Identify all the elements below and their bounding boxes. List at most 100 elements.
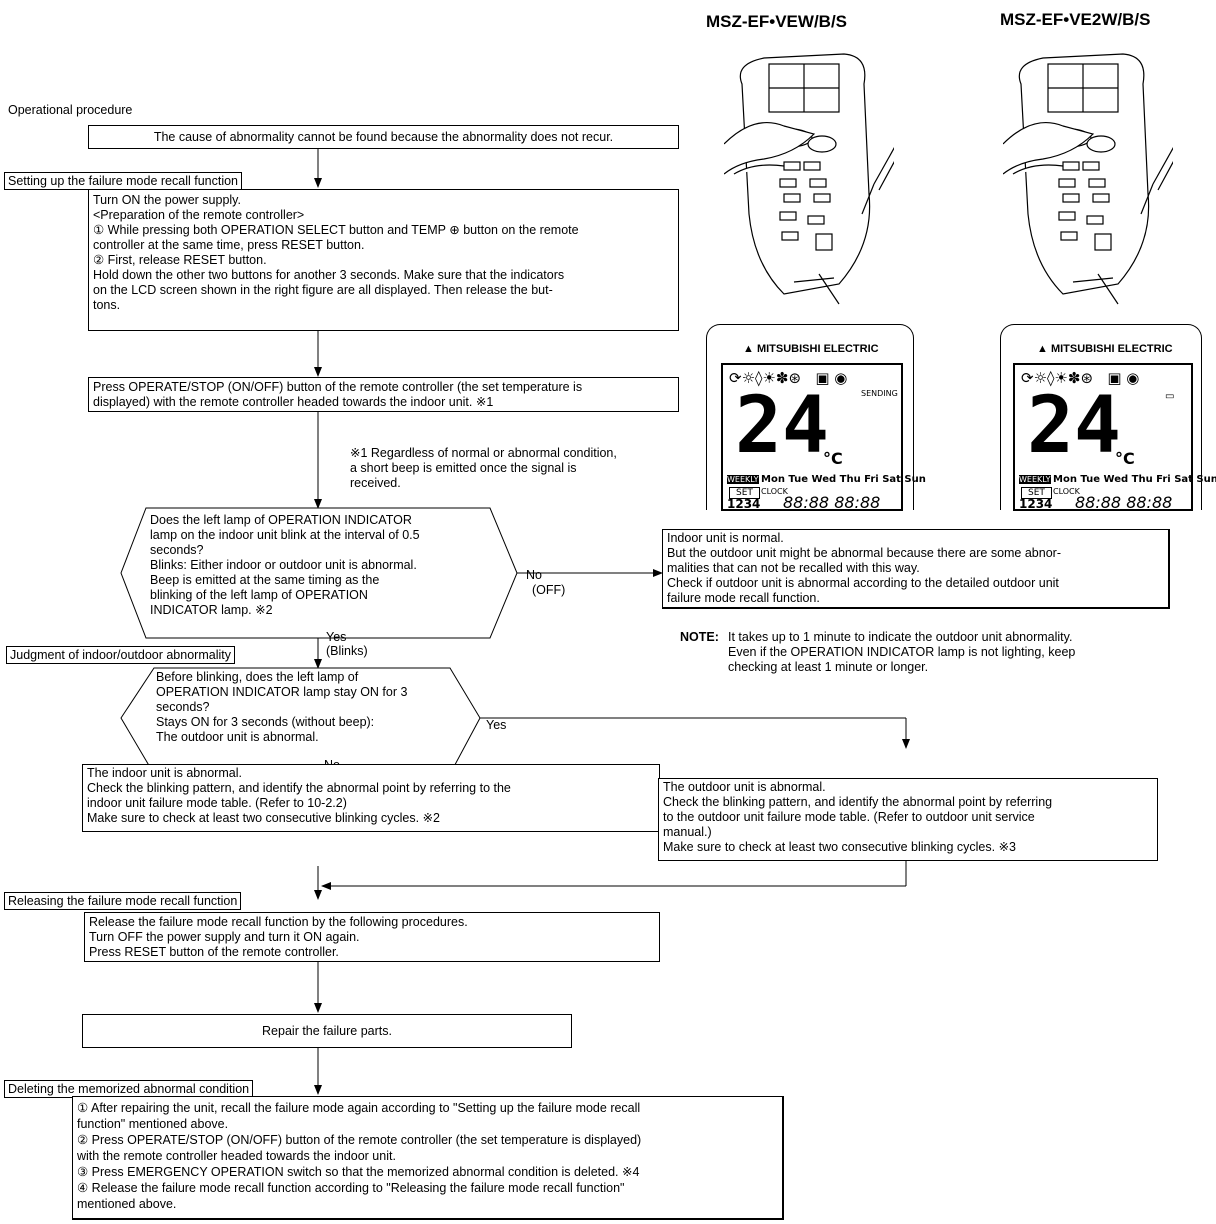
- normal-line: But the outdoor unit might be abnormal b…: [667, 546, 1061, 560]
- battery-indicator: ▭: [1165, 391, 1175, 402]
- decision-1-text: Does the left lamp of OPERATION INDICATO…: [150, 513, 420, 618]
- normal-line: failure mode recall function.: [667, 591, 820, 605]
- set-indicator: SET: [729, 487, 760, 499]
- decision-1-line: Blinks: Either indoor or outdoor unit is…: [150, 558, 417, 572]
- model-title-left: MSZ-EF•VEW/B/S: [706, 12, 848, 31]
- delete-line: ④ Release the failure mode recall functi…: [77, 1181, 625, 1195]
- weekday-row: Mon Tue Wed Thu Fri Sat Sun: [761, 474, 926, 485]
- yes-label: Yes: [326, 630, 347, 644]
- judgment-section-label: Judgment of indoor/outdoor abnormality: [6, 646, 235, 664]
- lcd-panel-left: ▲ MITSUBISHI ELECTRIC ⟳☼◊☀✽⊛ ▣ ◉ 24 °C S…: [706, 324, 926, 512]
- program-number: 1234: [1019, 497, 1053, 511]
- mode-icons: ⟳☼◊☀✽⊛ ▣ ◉: [1021, 369, 1140, 387]
- setup-line: Turn ON the power supply.: [93, 193, 241, 207]
- weekly-indicator: WEEKLY: [727, 475, 759, 484]
- temperature-digits: 24: [735, 381, 829, 471]
- remote-controller-left-illustration: [724, 53, 894, 305]
- model-title-right: MSZ-EF•VE2W/B/S: [1000, 10, 1151, 29]
- delete-line: mentioned above.: [77, 1197, 177, 1211]
- decision-1-line: lamp on the indoor unit blink at the int…: [150, 528, 420, 542]
- delete-line: ③ Press EMERGENCY OPERATION switch so th…: [77, 1165, 640, 1179]
- temperature-unit: °C: [1115, 449, 1135, 468]
- delete-line: with the remote controller headed toward…: [77, 1149, 396, 1163]
- temperature-unit: °C: [823, 449, 843, 468]
- release-box: Release the failure mode recall function…: [84, 912, 660, 962]
- setup-line: tons.: [93, 298, 121, 312]
- indoor-line: indoor unit failure mode table. (Refer t…: [87, 796, 347, 810]
- release-line: Press RESET button of the remote control…: [89, 945, 339, 959]
- operate-line: displayed) with the remote controller he…: [93, 395, 494, 409]
- outdoor-line: Check the blinking pattern, and identify…: [663, 795, 1053, 809]
- brand-logo: ▲ MITSUBISHI ELECTRIC: [743, 343, 879, 355]
- decision-2-line: seconds?: [156, 700, 210, 714]
- repair-text: Repair the failure parts.: [262, 1024, 392, 1038]
- temperature-digits: 24: [1027, 381, 1121, 471]
- setup-line: on the LCD screen shown in the right fig…: [93, 283, 553, 297]
- decision-2-line: The outdoor unit is abnormal.: [156, 730, 319, 744]
- setup-section-label: Setting up the failure mode recall funct…: [4, 172, 242, 190]
- clock-indicator: CLOCK: [1053, 487, 1080, 496]
- weekly-indicator: WEEKLY: [1019, 475, 1051, 484]
- normal-line: malities that can not be recalled with t…: [667, 561, 920, 575]
- yes-2-label: Yes: [486, 718, 507, 732]
- remote-controller-right-illustration: [1003, 53, 1173, 305]
- outdoor-line: Make sure to check at least two consecut…: [663, 840, 1016, 854]
- setup-line: ① While pressing both OPERATION SELECT b…: [93, 223, 579, 237]
- decision-diamond-1: [120, 507, 518, 639]
- note-1-line: ※1 Regardless of normal or abnormal cond…: [350, 446, 617, 460]
- sending-indicator: SENDING: [861, 389, 898, 398]
- setup-line: <Preparation of the remote controller>: [93, 208, 305, 222]
- mode-icons: ⟳☼◊☀✽⊛ ▣ ◉: [729, 369, 848, 387]
- note-text: It takes up to 1 minute to indicate the …: [728, 630, 1075, 675]
- note-1-line: a short beep is emitted once the signal …: [350, 461, 577, 475]
- note-1-line: received.: [350, 476, 401, 490]
- outdoor-line: The outdoor unit is abnormal.: [663, 780, 826, 794]
- decision-1-line: blinking of the left lamp of OPERATION: [150, 588, 368, 602]
- no-label: No: [526, 568, 542, 582]
- note-line: It takes up to 1 minute to indicate the …: [728, 630, 1073, 644]
- decision-1-line: Beep is emitted at the same timing as th…: [150, 573, 380, 587]
- delete-box: ① After repairing the unit, recall the f…: [72, 1096, 784, 1220]
- decision-2-line: Stays ON for 3 seconds (without beep):: [156, 715, 375, 729]
- cause-box: The cause of abnormality cannot be found…: [88, 125, 679, 149]
- clock-indicator: CLOCK: [761, 487, 788, 496]
- repair-box: Repair the failure parts.: [82, 1014, 572, 1048]
- delete-line: ① After repairing the unit, recall the f…: [77, 1101, 641, 1115]
- indoor-line: Check the blinking pattern, and identify…: [87, 781, 511, 795]
- program-number: 1234: [727, 497, 761, 511]
- decision-1-line: INDICATOR lamp. ※2: [150, 603, 273, 617]
- lcd-panel-right: ▲ MITSUBISHI ELECTRIC ⟳☼◊☀✽⊛ ▣ ◉ 24 °C ▭…: [1000, 324, 1216, 512]
- lcd-screen: ⟳☼◊☀✽⊛ ▣ ◉ 24 °C ▭ WEEKLY Mon Tue Wed Th…: [1013, 363, 1216, 512]
- set-indicator: SET: [1021, 487, 1052, 499]
- normal-line: Indoor unit is normal.: [667, 531, 784, 545]
- operate-box: Press OPERATE/STOP (ON/OFF) button of th…: [88, 377, 679, 412]
- setup-line: ② First, release RESET button.: [93, 253, 267, 267]
- decision-2-line: OPERATION INDICATOR lamp stay ON for 3: [156, 685, 408, 699]
- decision-2-text: Before blinking, does the left lamp of O…: [156, 670, 407, 745]
- indoor-line: The indoor unit is abnormal.: [87, 766, 242, 780]
- release-line: Release the failure mode recall function…: [89, 915, 468, 929]
- indoor-normal-box: Indoor unit is normal. But the outdoor u…: [662, 529, 1170, 609]
- release-line: Turn OFF the power supply and turn it ON…: [89, 930, 360, 944]
- indoor-abnormal-box: The indoor unit is abnormal. Check the b…: [82, 764, 660, 832]
- delete-line: ② Press OPERATE/STOP (ON/OFF) button of …: [77, 1133, 642, 1147]
- procedure-title: Operational procedure: [8, 103, 133, 117]
- outdoor-line: to the outdoor unit failure mode table. …: [663, 810, 1035, 824]
- normal-line: Check if outdoor unit is abnormal accord…: [667, 576, 1059, 590]
- setup-box: Turn ON the power supply. <Preparation o…: [88, 189, 679, 331]
- indoor-line: Make sure to check at least two consecut…: [87, 811, 440, 825]
- note-1: ※1 Regardless of normal or abnormal cond…: [350, 446, 617, 491]
- outdoor-line: manual.): [663, 825, 712, 839]
- note-title: NOTE:: [680, 630, 719, 644]
- decision-2-line: Before blinking, does the left lamp of: [156, 670, 359, 684]
- note-line: Even if the OPERATION INDICATOR lamp is …: [728, 645, 1076, 659]
- delete-line: function" mentioned above.: [77, 1117, 229, 1131]
- outdoor-abnormal-box: The outdoor unit is abnormal. Check the …: [658, 778, 1158, 861]
- lcd-screen: ⟳☼◊☀✽⊛ ▣ ◉ 24 °C SENDING WEEKLY Mon Tue …: [721, 363, 926, 512]
- weekday-row: Mon Tue Wed Thu Fri Sat Sun: [1053, 474, 1216, 485]
- decision-1-line: Does the left lamp of OPERATION INDICATO…: [150, 513, 412, 527]
- brand-logo: ▲ MITSUBISHI ELECTRIC: [1037, 343, 1173, 355]
- off-label: (OFF): [532, 583, 566, 597]
- delete-section-label: Deleting the memorized abnormal conditio…: [4, 1080, 254, 1098]
